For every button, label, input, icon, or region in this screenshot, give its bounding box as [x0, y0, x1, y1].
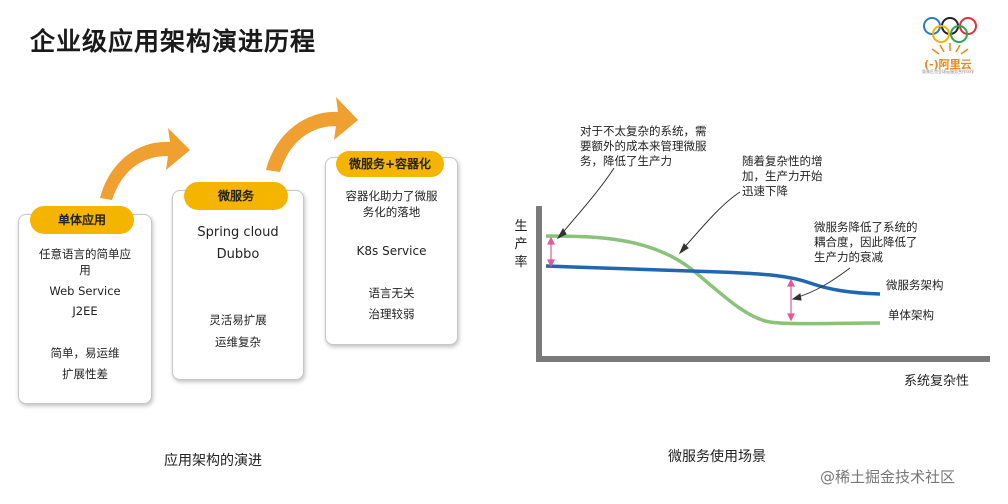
callout-arrow-2: [681, 191, 741, 251]
annotation-line: 要额外的成本来管理微服: [580, 139, 707, 153]
stage-card-monolith: 任意语言的简单应 用 Web Service J2EE 简单，易运维 扩展性差: [18, 214, 152, 404]
annotation-complexity-drop: 随着复杂性的增 加，生产力开始 迅速下降: [742, 154, 823, 199]
callout-arrow-1: [559, 167, 615, 237]
x-axis-label: 系统复杂性: [904, 374, 970, 389]
right-caption: 微服务使用场景: [668, 449, 766, 465]
annotation-line: 随着复杂性的增: [742, 154, 823, 168]
stage-line: Spring cloud: [197, 225, 279, 240]
series-line-monolith: [545, 234, 881, 326]
stage-pill-monolith: 单体应用: [30, 206, 134, 234]
y-axis-label-char: 生: [514, 219, 528, 234]
gap-marker-right: [787, 278, 795, 322]
annotation-coupling: 微服务降低了系统的 耦合度，因此降低了 生产力的衰减: [814, 220, 918, 265]
stage-line: 简单，易运维: [50, 346, 120, 360]
stage-card-microservice-container: 容器化助力了微服 务化的落地 K8s Service 语言无关 治理较弱: [325, 157, 458, 345]
arrow-1-icon: [100, 128, 190, 200]
stage-pill-microservice-container: 微服务+容器化: [336, 151, 444, 177]
stage-line: K8s Service: [356, 244, 427, 258]
stage-line: 语言无关: [368, 286, 415, 300]
olympic-rings-logo: [923, 17, 977, 55]
stage-line: Web Service: [49, 284, 121, 298]
series-label-microservice: 微服务架构: [886, 278, 944, 292]
callout-arrow-3: [794, 267, 851, 299]
stage-line: 灵活易扩展: [209, 313, 267, 327]
gap-marker-left: [547, 236, 555, 268]
series-label-monolith: 单体架构: [888, 308, 934, 322]
watermark: @稀土掘金技术社区: [820, 468, 956, 486]
stage-card-microservice: Spring cloud Dubbo 灵活易扩展 运维复杂: [172, 190, 304, 380]
aliyun-logo-subtext: 奥林匹克全球云服务合作伙伴: [922, 69, 974, 74]
y-axis-label-char: 率: [514, 255, 528, 270]
annotation-extra-cost: 对于不太复杂的系统，需 要额外的成本来管理微服 务，降低了生产力: [580, 124, 707, 169]
annotation-line: 耦合度，因此降低了: [814, 235, 918, 249]
annotation-line: 对于不太复杂的系统，需: [580, 124, 707, 138]
stage-line: 运维复杂: [215, 335, 261, 349]
arrow-2-icon: [266, 97, 358, 172]
annotation-line: 微服务降低了系统的: [814, 220, 918, 234]
aliyun-logo-text: (-)阿里云: [924, 58, 972, 71]
stage-line: 任意语言的简单应: [39, 247, 131, 261]
stage-line: Dubbo: [216, 247, 260, 262]
annotation-line: 迅速下降: [742, 184, 788, 198]
stage-line: 治理较弱: [368, 307, 415, 321]
annotation-line: 务，降低了生产力: [580, 154, 672, 168]
annotation-line: 生产力的衰减: [814, 250, 883, 264]
stage-pill-microservice: 微服务: [184, 182, 288, 210]
stage-line: 扩展性差: [62, 367, 108, 381]
stage-line: 容器化助力了微服: [345, 189, 438, 203]
y-axis-label: 生 产 率: [514, 218, 528, 272]
page-title: 企业级应用架构演进历程: [30, 27, 317, 56]
left-caption: 应用架构的演进: [164, 453, 262, 469]
stage-line: 用: [79, 263, 91, 277]
y-axis-label-char: 产: [514, 237, 528, 252]
annotation-line: 加，生产力开始: [742, 169, 823, 183]
stage-line: J2EE: [72, 304, 98, 318]
stage-line: 务化的落地: [362, 205, 421, 219]
series-line-microservice: [545, 264, 881, 296]
